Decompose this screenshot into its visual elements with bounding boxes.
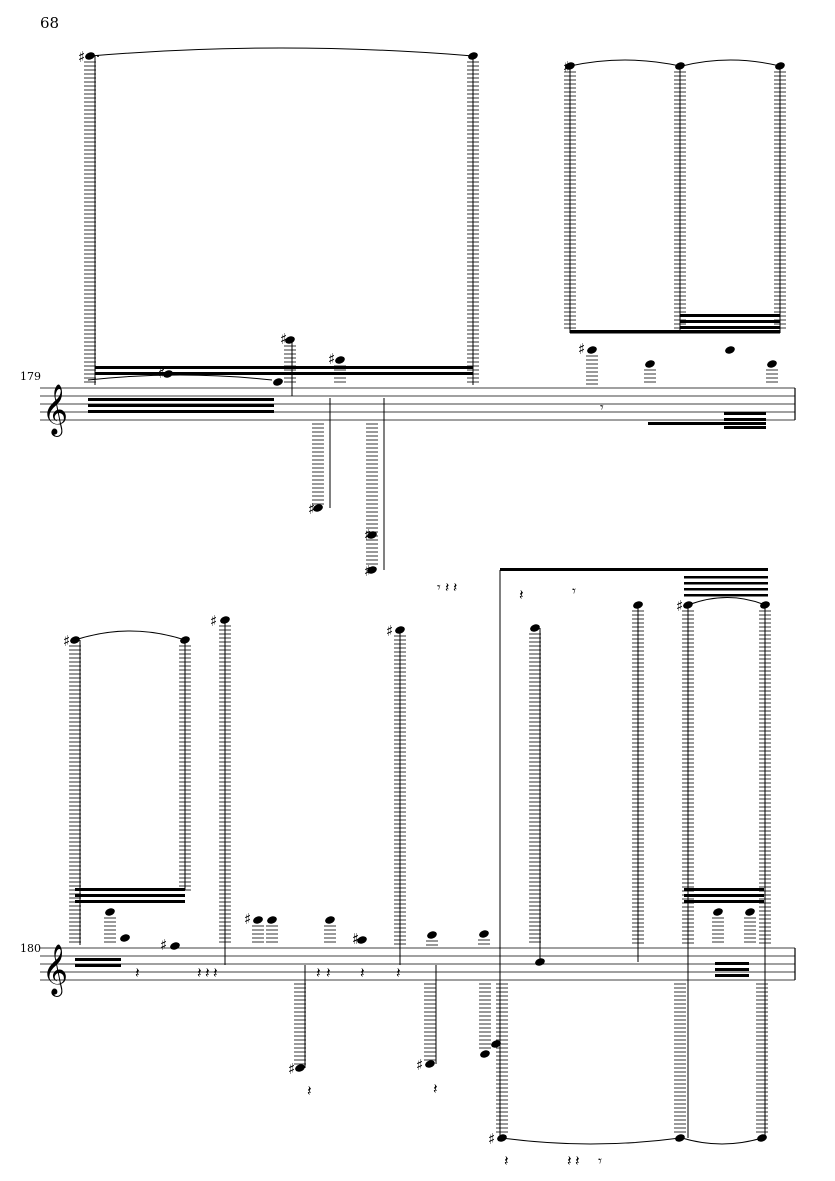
accidental-sign: ♯ (308, 500, 315, 518)
accidental-sign: ♯ (563, 58, 570, 76)
tie-slur (687, 597, 766, 606)
tie-slur (569, 59, 681, 67)
accidental-sign: ♯ (352, 930, 359, 948)
accidental-sign: ♯ (488, 1130, 495, 1148)
quarter-rest-icon: 𝄽 (197, 964, 202, 982)
accidental-sign: ♯ (210, 612, 217, 630)
quarter-rest-icon: 𝄽 (307, 1082, 312, 1100)
staff-system-179: 𝄞 (40, 47, 796, 596)
quarter-rest-icon: 𝄽 (504, 1152, 509, 1170)
notehead (335, 356, 345, 364)
quarter-rest-icon: 𝄽 (445, 580, 449, 596)
accidental-sign: ♯ (280, 330, 287, 348)
quarter-rest-icon: 𝄽 (205, 964, 210, 982)
eighth-rest-icon: 𝄾 (600, 400, 604, 416)
accidental-sign: ♯ (676, 597, 683, 615)
accidental-sign: ♯ (78, 48, 85, 66)
notehead (725, 346, 735, 354)
staff-lines (40, 947, 795, 981)
accidental-sign: ♯ (328, 350, 335, 368)
quarter-rest-icon: 𝄽 (433, 1080, 438, 1098)
eighth-rest-icon: 𝄾 (598, 1152, 602, 1170)
accidental-sign: ♯ (158, 364, 165, 382)
notehead (85, 52, 95, 60)
beams (88, 314, 780, 429)
quarter-rest-icon: 𝄽 (326, 964, 331, 982)
staff-system-180: 𝄞 (40, 568, 796, 1170)
measure-number-180: 180 (20, 942, 41, 955)
measure-number-179: 179 (20, 370, 41, 383)
tie-slur (681, 59, 781, 67)
eighth-rest-icon: 𝄾 (572, 582, 576, 600)
notehead (645, 360, 655, 368)
ledger-stacks (69, 610, 771, 1133)
treble-clef-icon: 𝄞 (42, 944, 68, 997)
ledger-stacks (84, 61, 786, 565)
accidental-sign: ♯ (578, 340, 585, 358)
accidental-sign: ♮ (353, 930, 358, 948)
tie-slur (681, 1137, 763, 1145)
quarter-rest-icon: 𝄽 (567, 1152, 572, 1170)
tie-slur (501, 1137, 681, 1145)
treble-clef-icon: 𝄞 (42, 384, 68, 437)
accidental-sign: ♯ (416, 1056, 423, 1074)
notehead (367, 531, 377, 539)
notehead (587, 346, 597, 354)
accidental-sign: ♯ (364, 526, 371, 544)
notehead (313, 504, 323, 512)
staff-lines (40, 387, 795, 421)
quarter-rest-icon: 𝄽 (519, 586, 524, 604)
quarter-rest-icon: 𝄽 (360, 964, 365, 982)
quarter-rest-icon: 𝄽 (453, 580, 457, 596)
quarter-rest-icon: 𝄽 (213, 964, 218, 982)
notehead (367, 566, 377, 574)
quarter-rest-icon: 𝄽 (396, 964, 401, 982)
quarter-rest-icon: 𝄽 (316, 964, 321, 982)
tie-slur (74, 630, 186, 641)
tie-slur (87, 374, 273, 381)
notehead (767, 360, 777, 368)
notehead (273, 378, 283, 386)
accidental-sign: ♯ (364, 562, 371, 580)
accidental-sign: ♯ (386, 622, 393, 640)
accidental-sign: ♯ (288, 1060, 295, 1078)
accidental-sign: ♯ (244, 910, 251, 928)
page-number: 68 (40, 14, 60, 32)
eighth-rest-icon: 𝄾 (437, 580, 441, 596)
accidental-sign: ♯ (63, 632, 70, 650)
quarter-rest-icon: 𝄽 (135, 964, 140, 982)
accidental-sign: ♯ (160, 936, 167, 954)
quarter-rest-icon: 𝄽 (575, 1152, 580, 1170)
tie-slur (89, 47, 474, 57)
